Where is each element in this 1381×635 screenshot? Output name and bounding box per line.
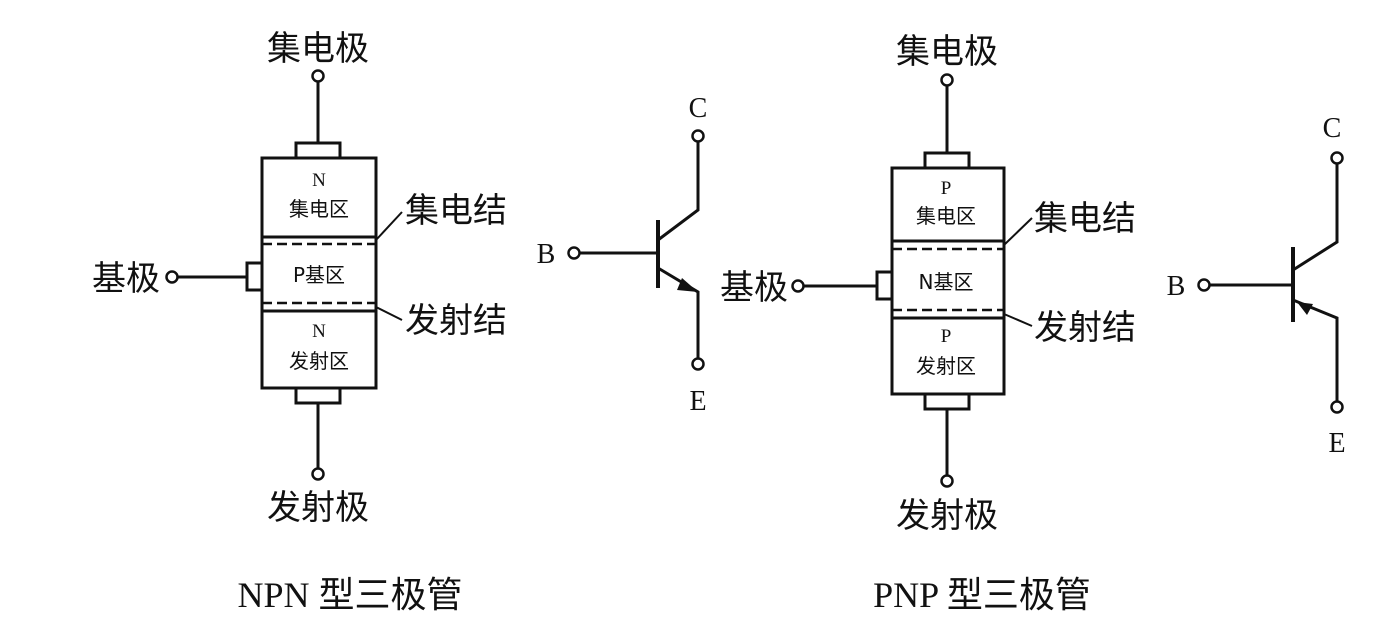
npn-symbol-emitter-terminal: [691, 357, 705, 371]
npn-collector-junction-pointer: [375, 211, 403, 241]
npn-emitter-junction-pointer: [375, 306, 403, 321]
npn-emitter-label: 发射极: [267, 488, 369, 528]
pnp-symbol-emitter-arrow: [1297, 302, 1313, 315]
pnp-collector-junction-pointer: [1003, 217, 1033, 246]
pnp-collector-terminal: [940, 73, 954, 87]
npn-collector-label: 集电极: [267, 29, 369, 69]
pnp-emitter-junction-pointer: [1003, 313, 1033, 327]
pnp-emitter-region-letter: P: [941, 326, 952, 347]
npn-base-region-label: P基区: [293, 263, 345, 287]
npn-symbol-emitter-pin: E: [689, 386, 706, 417]
npn-symbol-emitter-arrow: [677, 278, 698, 292]
pnp-emitter-terminal: [940, 474, 954, 488]
pnp-symbol-emitter-line: [1292, 298, 1339, 401]
pnp-emitter-contact: [923, 392, 971, 411]
npn-base-contact: [245, 261, 264, 292]
pnp-collector-junction-label: 集电结: [1034, 199, 1136, 239]
pnp-structure: 集电极 发射极 基极 P 集电区 N基区 P 发射区 集电结 发射结: [720, 32, 1136, 536]
npn-symbol-collector-pin: C: [689, 93, 708, 124]
npn-symbol-emitter-line: [657, 266, 700, 358]
npn-emitter-terminal: [311, 467, 325, 481]
pnp-symbol-collector-line: [1292, 164, 1339, 272]
npn-emitter-junction-label: 发射结: [405, 301, 507, 341]
pnp-base-region-label: N基区: [919, 270, 974, 294]
npn-collector-region-label: 集电区: [289, 197, 349, 221]
npn-symbol-collector-line: [657, 142, 700, 242]
npn-base-terminal: [165, 270, 179, 284]
pnp-base-label: 基极: [720, 268, 788, 308]
npn-base-label: 基极: [92, 259, 160, 299]
pnp-emitter-region-label: 发射区: [916, 354, 976, 378]
npn-collector-region-letter: N: [312, 170, 326, 191]
npn-collector-junction-label: 集电结: [405, 191, 507, 231]
npn-structure: 集电极 发射极 基极 N 集电区 P基区 N 发射区 集电结 发射结: [92, 29, 507, 528]
npn-symbol-collector-terminal: [691, 129, 705, 143]
pnp-emitter-label: 发射极: [896, 496, 998, 536]
npn-symbol: C B E: [537, 93, 708, 417]
pnp-collector-region-letter: P: [941, 178, 952, 199]
npn-emitter-region-letter: N: [312, 321, 326, 342]
npn-emitter-contact: [294, 386, 342, 405]
pnp-collector-contact: [923, 151, 971, 170]
pnp-caption: PNP 型三极管: [873, 575, 1091, 615]
pnp-collector-region-label: 集电区: [916, 204, 976, 228]
pnp-symbol-base-terminal: [1197, 278, 1211, 292]
pnp-symbol-collector-pin: C: [1323, 113, 1342, 144]
npn-symbol-base-terminal: [567, 246, 581, 260]
pnp-base-contact: [875, 270, 894, 301]
pnp-collector-label: 集电极: [896, 32, 998, 72]
pnp-base-terminal: [791, 279, 805, 293]
npn-collector-terminal: [311, 69, 325, 83]
npn-symbol-base-pin: B: [537, 239, 556, 270]
pnp-symbol-base-pin: B: [1167, 271, 1186, 302]
npn-emitter-region-label: 发射区: [289, 349, 349, 373]
npn-caption: NPN 型三极管: [237, 575, 462, 615]
pnp-symbol: C B E: [1167, 113, 1346, 459]
pnp-symbol-collector-terminal: [1330, 151, 1344, 165]
pnp-symbol-emitter-terminal: [1330, 400, 1344, 414]
npn-collector-contact: [294, 141, 342, 160]
pnp-symbol-emitter-pin: E: [1328, 428, 1345, 459]
pnp-emitter-junction-label: 发射结: [1034, 308, 1136, 348]
